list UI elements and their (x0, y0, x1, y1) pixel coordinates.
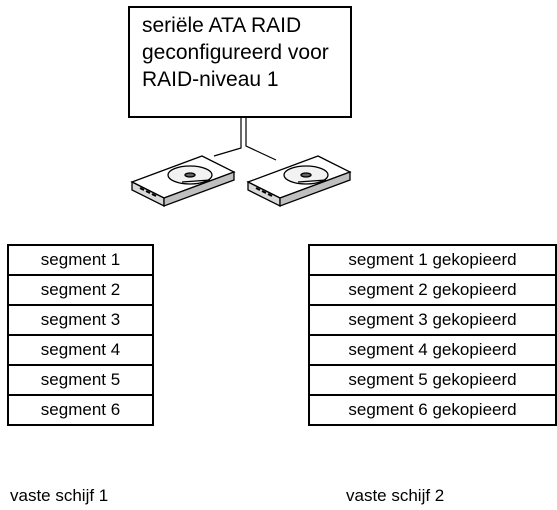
disk1-segment: segment 5 (7, 364, 154, 396)
disk1-segment: segment 1 (7, 244, 154, 276)
disk2-segment: segment 4 gekopieerd (308, 334, 557, 366)
raid-box-line-3: RAID-niveau 1 (142, 68, 279, 91)
disk1-segment: segment 3 (7, 304, 154, 336)
hard-drive-2-icon (246, 155, 352, 208)
disk1-caption: vaste schijf 1 (10, 486, 109, 505)
raid-controller-box: seriële ATA RAID geconfigureerd voor RAI… (128, 6, 352, 118)
disk1-segment: segment 6 (7, 394, 154, 426)
raid-box-line-1: seriële ATA RAID (142, 14, 302, 37)
disk2-segment: segment 6 gekopieerd (308, 394, 557, 426)
disk2-segment-table: segment 1 gekopieerd segment 2 gekopieer… (308, 244, 557, 426)
disk2-segment: segment 1 gekopieerd (308, 244, 557, 276)
raid-box-line-2: geconfigureerd voor (142, 41, 329, 64)
disk2-caption: vaste schijf 2 (346, 486, 445, 505)
disk2-segment: segment 3 gekopieerd (308, 304, 557, 336)
disk1-segment: segment 4 (7, 334, 154, 366)
drive-diagram (130, 118, 352, 208)
disk1-segment-table: segment 1 segment 2 segment 3 segment 4 … (7, 244, 154, 426)
disk2-segment: segment 5 gekopieerd (308, 364, 557, 396)
connector-cables (213, 118, 277, 161)
disk2-segment: segment 2 gekopieerd (308, 274, 557, 306)
disk1-segment: segment 2 (7, 274, 154, 306)
hard-drive-1-icon (130, 155, 236, 208)
